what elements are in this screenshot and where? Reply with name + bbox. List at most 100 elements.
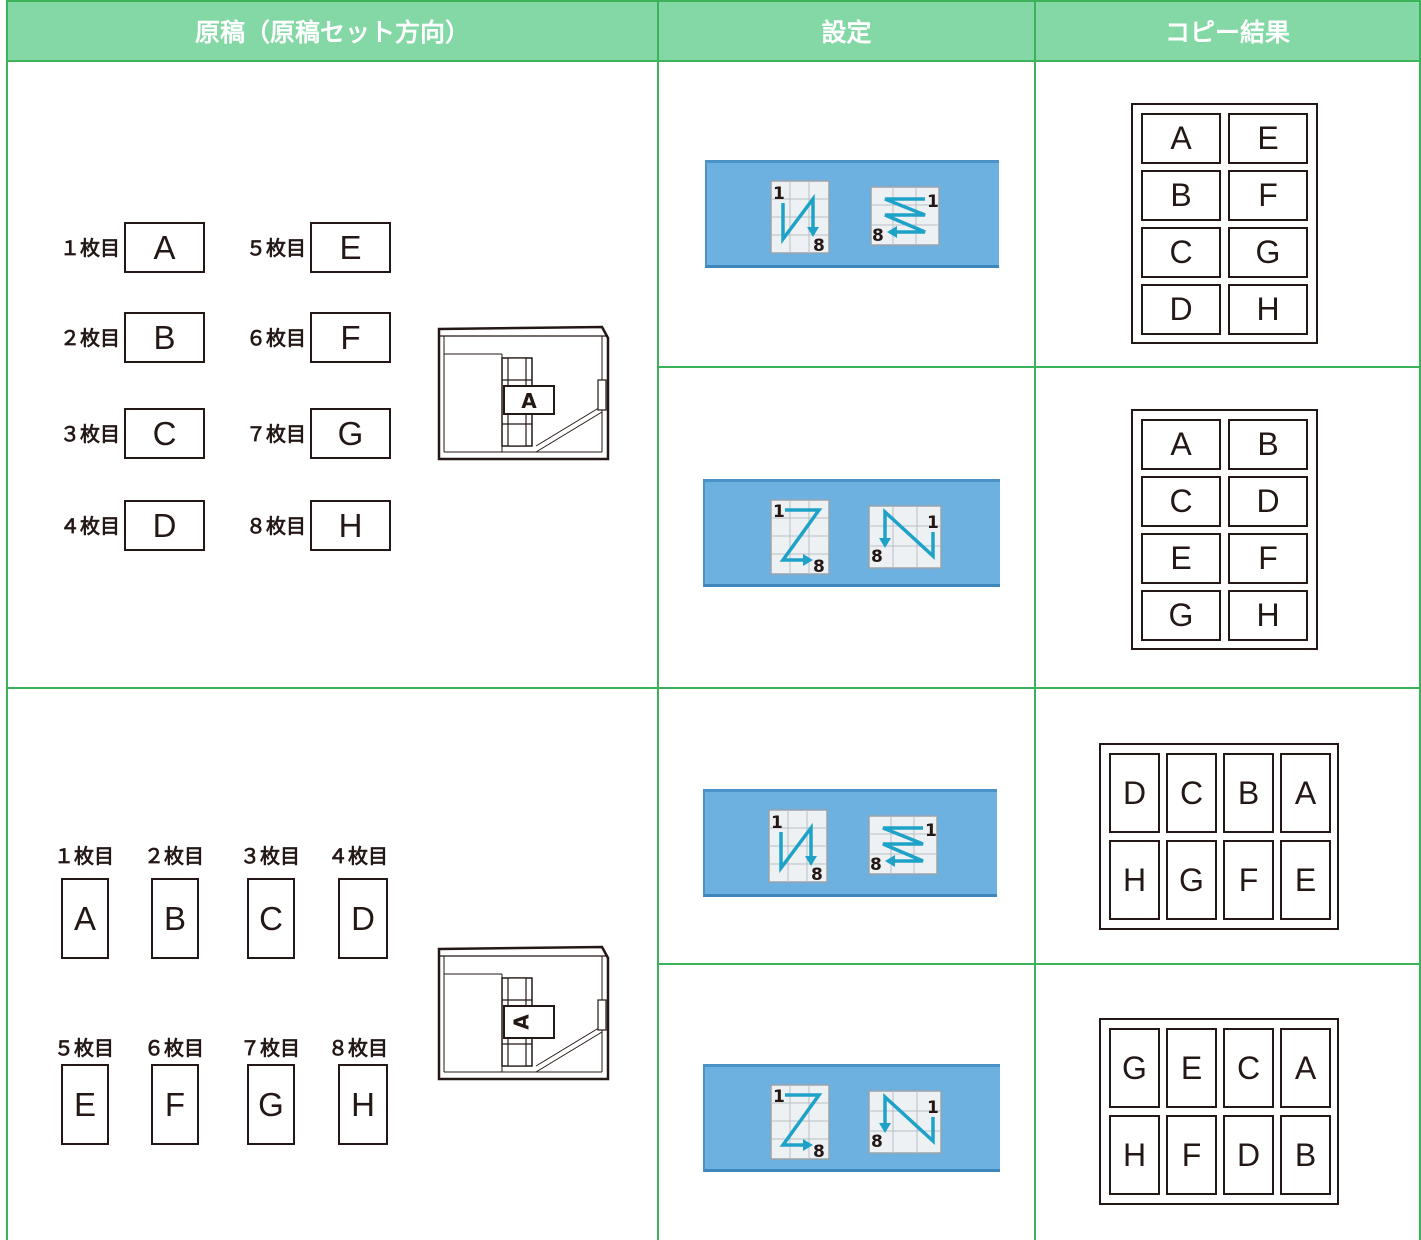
result-cell: F <box>1228 170 1308 221</box>
icon-digit: 1 <box>927 192 939 212</box>
result-cell: H <box>1228 284 1308 335</box>
icon-digit: 1 <box>773 502 785 522</box>
layout-order-button-s1-r1[interactable]: 1 8 1 8 <box>705 160 999 268</box>
result-cell: G <box>1228 227 1308 278</box>
icon-digit: 8 <box>871 547 883 567</box>
result-cell: C <box>1223 1028 1274 1108</box>
reverse-z-order-icon: 1 8 <box>870 186 940 246</box>
original-page: D <box>338 878 388 959</box>
result-cell: D <box>1141 284 1221 335</box>
z-order-icon: 1 8 <box>770 499 830 576</box>
reverse-z-order-icon: 1 8 <box>868 815 938 875</box>
page-label: ４枚目 <box>328 844 388 868</box>
page-label: ４枚目 <box>60 514 120 538</box>
original-page: F <box>310 312 391 363</box>
copy-result-s2-r1: D C B A H G F E <box>1099 743 1339 930</box>
icon-digit: 8 <box>871 1132 883 1152</box>
grid-section-divider <box>6 687 1421 689</box>
original-page: F <box>151 1064 199 1145</box>
result-cell: D <box>1228 476 1308 527</box>
result-cell: C <box>1141 227 1221 278</box>
original-page: H <box>310 500 391 551</box>
result-cell: G <box>1109 1028 1160 1108</box>
icon-digit: 8 <box>813 236 825 255</box>
result-cell: B <box>1228 419 1308 470</box>
grid-col-divider-2 <box>1034 0 1036 1240</box>
result-cell: D <box>1223 1115 1274 1195</box>
page-label: ８枚目 <box>328 1036 388 1060</box>
result-cell: G <box>1141 590 1221 641</box>
page-label: ３枚目 <box>240 844 300 868</box>
result-cell: E <box>1228 113 1308 164</box>
document-feeder-illustration: A <box>437 325 610 461</box>
grid-col-divider-1 <box>657 0 659 1240</box>
result-cell: E <box>1166 1028 1217 1108</box>
original-page: G <box>310 408 391 459</box>
document-feeder-illustration-rotated: A <box>437 945 610 1081</box>
result-cell: C <box>1141 476 1221 527</box>
grid-row-divider-s2 <box>657 963 1421 965</box>
result-cell: E <box>1280 840 1331 920</box>
n-order-icon: 1 8 <box>768 809 828 884</box>
grid-border-right <box>1419 0 1421 1240</box>
layout-order-button-s2-r1[interactable]: 1 8 1 8 <box>703 789 997 897</box>
original-page: G <box>247 1064 295 1145</box>
header-original: 原稿（原稿セット方向） <box>8 2 657 60</box>
grid-border-top <box>6 0 1421 2</box>
grid-border-left <box>6 0 8 1240</box>
icon-digit: 8 <box>872 226 884 246</box>
icon-digit: 1 <box>927 513 939 533</box>
page-label: ３枚目 <box>60 422 120 446</box>
result-cell: A <box>1280 753 1331 833</box>
page-label: ２枚目 <box>60 326 120 350</box>
n-order-icon: 1 8 <box>770 180 830 255</box>
icon-digit: 1 <box>927 1098 939 1118</box>
result-cell: F <box>1223 840 1274 920</box>
result-cell: F <box>1166 1115 1217 1195</box>
page-label: ２枚目 <box>144 844 204 868</box>
result-cell: G <box>1166 840 1217 920</box>
copy-result-s1-r1: A E B F C G D H <box>1131 103 1318 344</box>
layout-order-button-s2-r2[interactable]: 1 8 1 8 <box>703 1064 1000 1172</box>
z-order-icon: 1 8 <box>770 1084 830 1161</box>
result-cell: H <box>1228 590 1308 641</box>
original-page: B <box>151 878 199 959</box>
result-cell: A <box>1141 419 1221 470</box>
original-page: D <box>124 500 205 551</box>
copy-result-s2-r2: G E C A H F D B <box>1099 1018 1339 1205</box>
icon-digit: 1 <box>773 184 785 204</box>
page-label: ６枚目 <box>144 1036 204 1060</box>
original-page: A <box>124 222 205 273</box>
result-cell: F <box>1228 533 1308 584</box>
layout-order-button-s1-r2[interactable]: 1 8 1 8 <box>703 479 1000 587</box>
grid-header-bottom <box>6 60 1421 62</box>
page-label: １枚目 <box>54 844 114 868</box>
result-cell: A <box>1280 1028 1331 1108</box>
icon-digit: 8 <box>813 557 825 576</box>
result-cell: B <box>1280 1115 1331 1195</box>
icon-digit: 8 <box>813 1142 825 1161</box>
page-label: ６枚目 <box>246 326 306 350</box>
result-cell: H <box>1109 840 1160 920</box>
icon-digit: 8 <box>870 855 882 875</box>
page-label: ８枚目 <box>246 514 306 538</box>
original-page: H <box>338 1064 388 1145</box>
result-cell: D <box>1109 753 1160 833</box>
original-page: B <box>124 312 205 363</box>
original-page: E <box>310 222 391 273</box>
original-page: A <box>61 878 109 959</box>
icon-digit: 8 <box>811 865 823 884</box>
reverse-n-order-icon: 1 8 <box>868 1090 942 1154</box>
result-cell: B <box>1223 753 1274 833</box>
page-label: ５枚目 <box>54 1036 114 1060</box>
result-cell: A <box>1141 113 1221 164</box>
original-page: C <box>124 408 205 459</box>
page-label: ７枚目 <box>246 422 306 446</box>
icon-digit: 1 <box>773 1087 785 1107</box>
header-settings: 設定 <box>659 2 1034 60</box>
scanner-page-letter: A <box>521 389 537 413</box>
copy-result-s1-r2: A B C D E F G H <box>1131 409 1318 650</box>
icon-digit: 1 <box>925 821 937 841</box>
header-copy-result: コピー結果 <box>1036 2 1419 60</box>
result-cell: H <box>1109 1115 1160 1195</box>
